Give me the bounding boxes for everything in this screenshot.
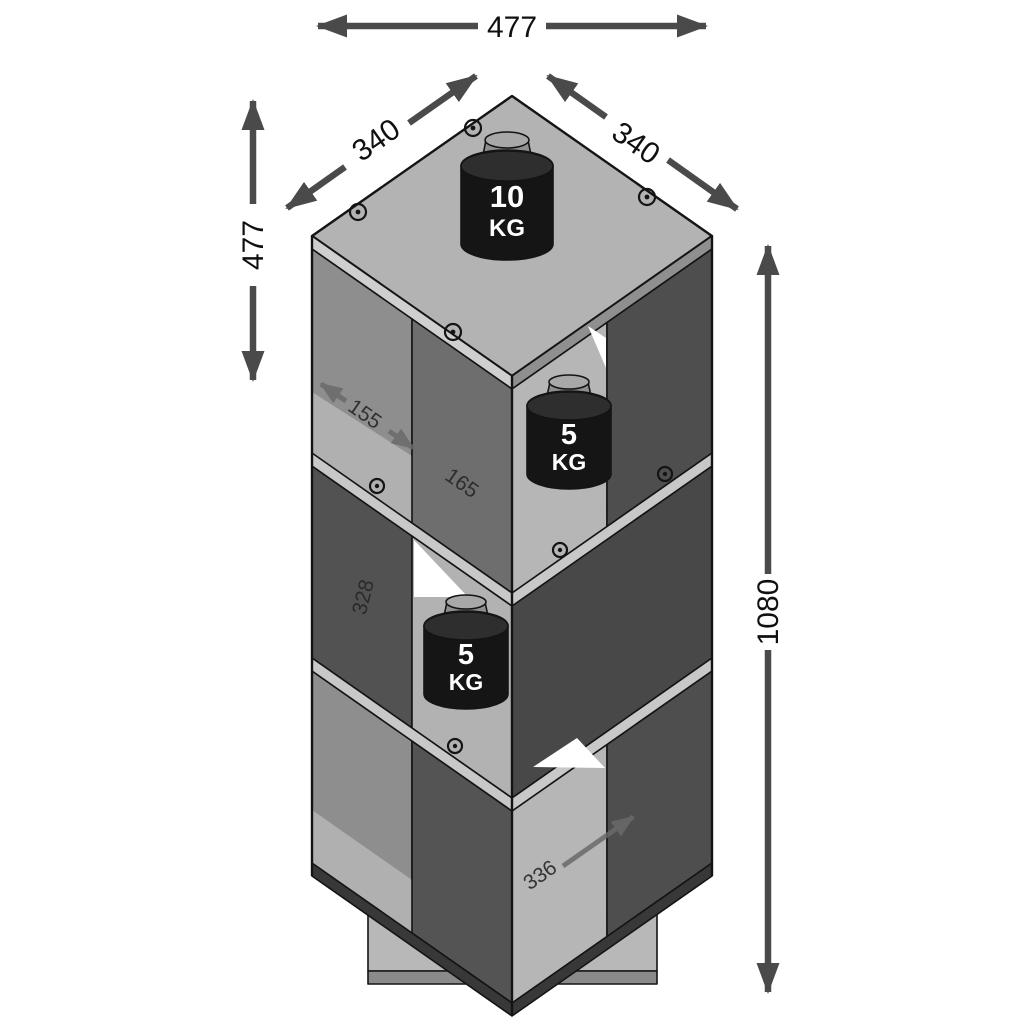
screw: [637, 187, 657, 207]
tier3-left-shelf-surface: [312, 810, 412, 933]
dim-depth-right-label: 340: [606, 116, 666, 172]
arrow-segment: [561, 814, 635, 869]
dimension-total-height: 1080: [752, 244, 785, 994]
weight-bottom: 5 KG: [423, 594, 509, 710]
screw: [368, 477, 386, 495]
weight-top-unit: KG: [489, 215, 525, 242]
arrow-segment: [407, 73, 478, 126]
tier1-left-shelf-surface: [312, 392, 412, 523]
screw: [551, 541, 569, 559]
arrow-segment: [387, 428, 415, 451]
arrow-segment: [666, 157, 739, 212]
screws: [348, 118, 674, 755]
weight-body-top: [526, 391, 612, 421]
dimension-overall-width: 477: [316, 11, 708, 44]
screw: [348, 202, 368, 222]
cabinet: [310, 94, 714, 1017]
arrow-segment: [285, 164, 347, 211]
weight-knob-cap: [548, 374, 590, 390]
gap-tier1: [588, 326, 606, 368]
gap-tier3: [533, 738, 605, 768]
screw: [463, 118, 483, 138]
weight-top-value: 10: [490, 179, 524, 214]
weight-body-top: [460, 150, 554, 182]
dim-upper-height-label: 477: [237, 220, 270, 270]
dim-overall-width-label: 477: [487, 11, 537, 44]
weight-body-top: [423, 611, 509, 641]
arrow-segment: [319, 381, 348, 404]
weight-knob-cap: [445, 594, 487, 610]
screw: [446, 737, 464, 755]
dim-total-height-label: 1080: [752, 579, 785, 646]
weight-bottom-value: 5: [458, 639, 474, 671]
weight-top: 10 KG: [460, 131, 554, 261]
weight-knob-cap: [484, 131, 530, 149]
dim-depth-left-label: 340: [346, 113, 406, 169]
weight-middle-unit: KG: [552, 449, 587, 475]
dimension-upper-height: 477: [237, 99, 270, 382]
weight-middle-value: 5: [561, 419, 577, 451]
screw: [443, 322, 463, 342]
screw: [656, 465, 674, 483]
arrow-segment: [546, 73, 608, 120]
see-through-gaps: [414, 326, 606, 768]
weight-bottom-unit: KG: [449, 669, 484, 695]
gap-tier2: [414, 540, 468, 597]
weight-middle: 5 KG: [526, 374, 612, 490]
